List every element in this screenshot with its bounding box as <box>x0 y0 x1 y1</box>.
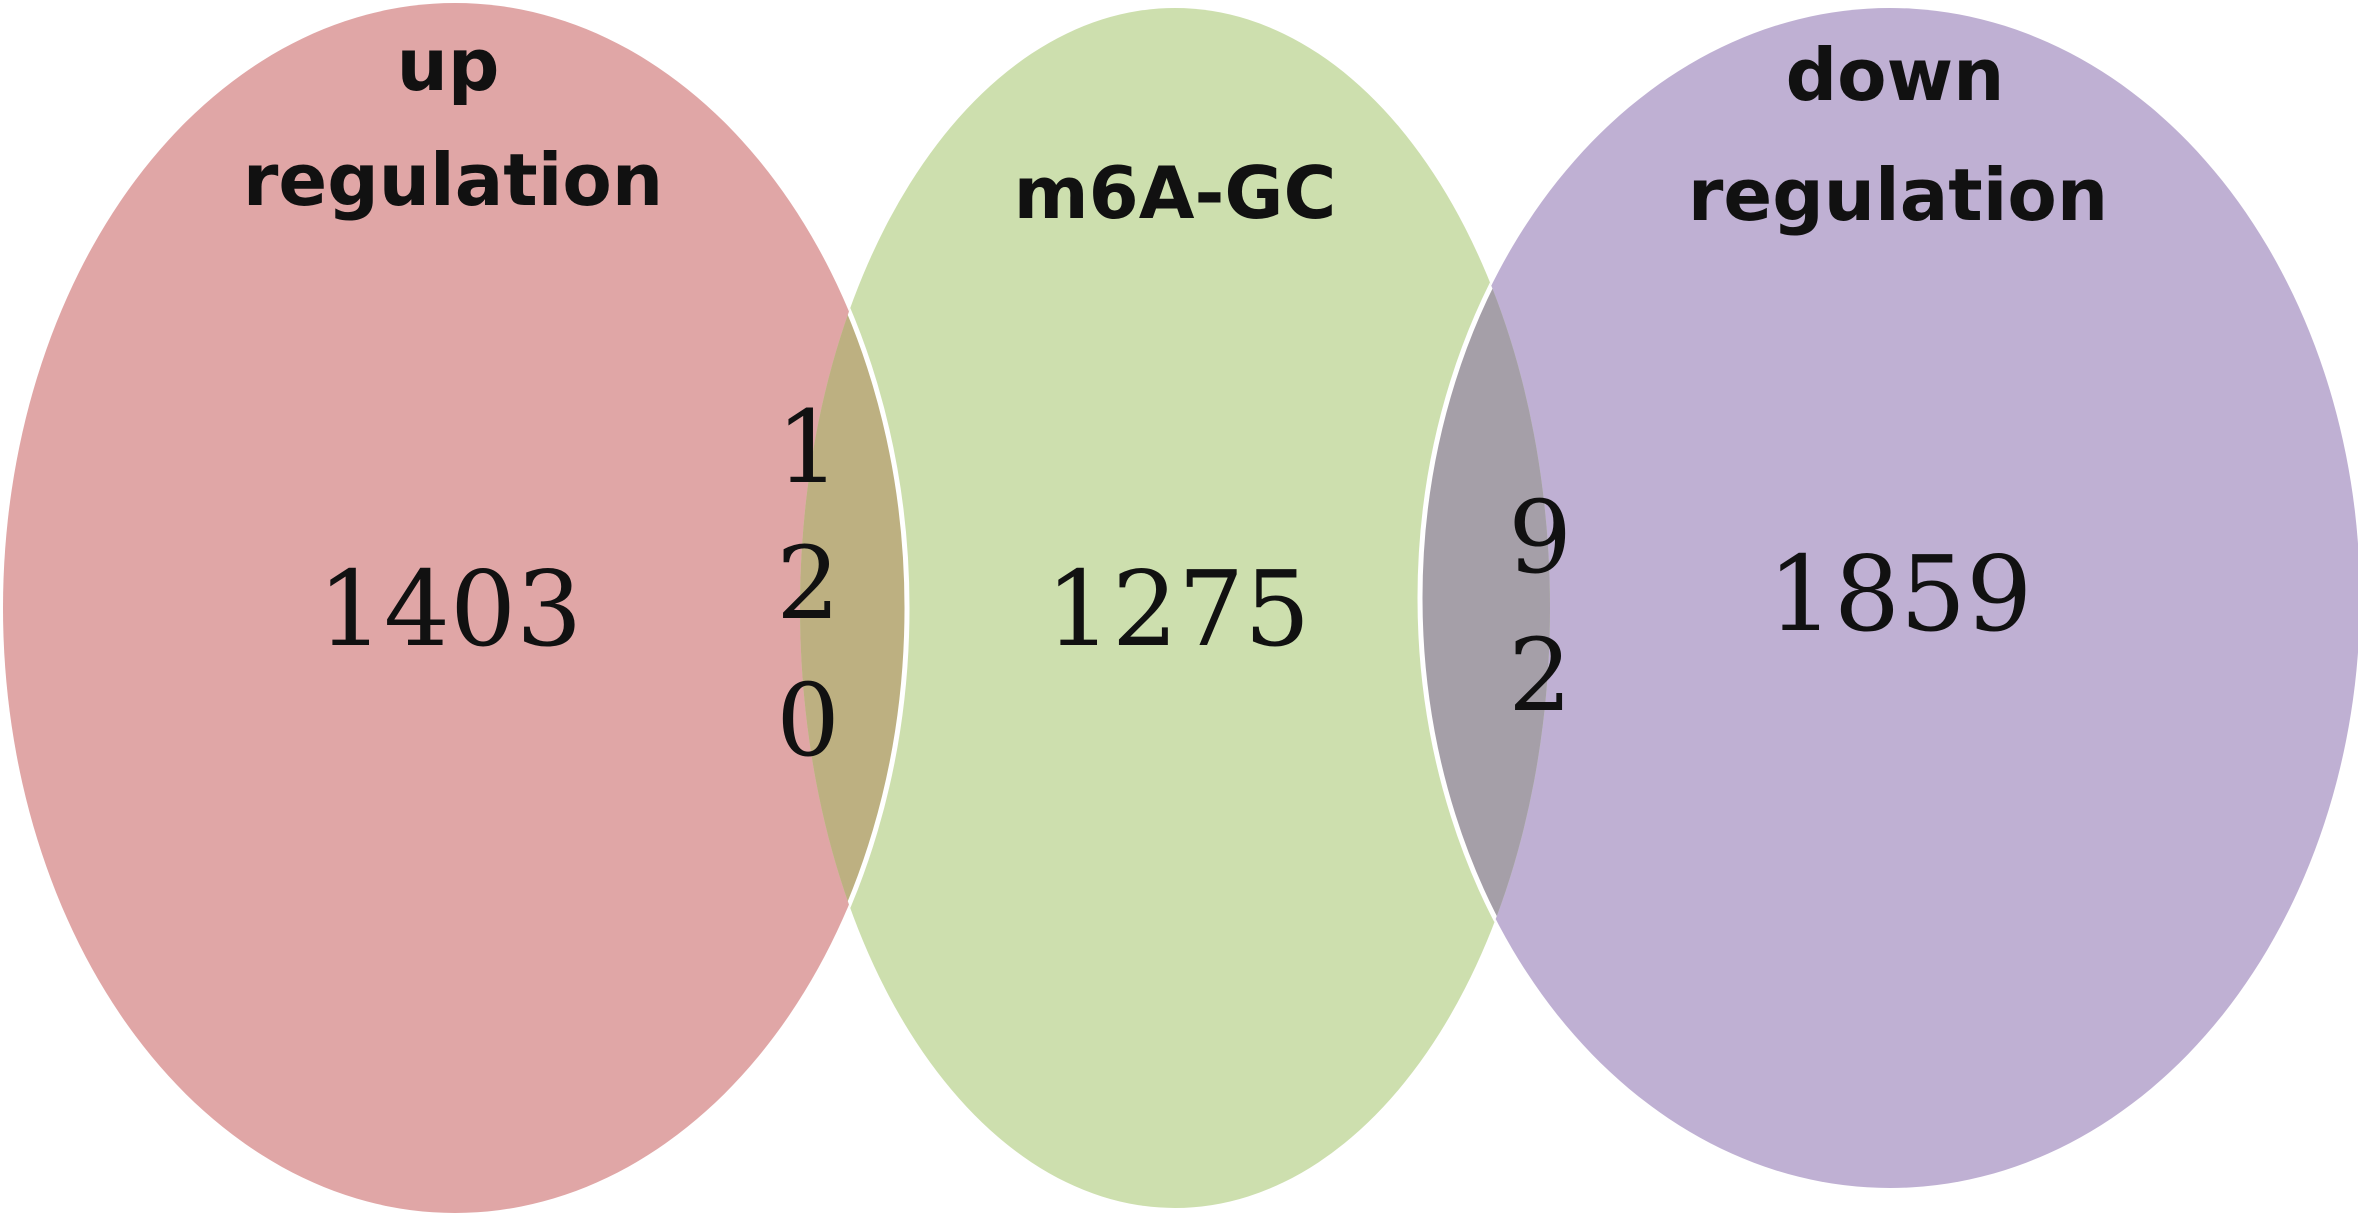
up-regulation-label-line2: regulation <box>243 138 663 222</box>
down-regulation-label-line1: down <box>1786 33 2005 117</box>
up-regulation-label-line1: up <box>397 23 500 107</box>
down-regulation-count: 1859 <box>1768 533 2033 655</box>
m6a-gc-label: m6A-GC <box>1014 151 1337 235</box>
overlap-up-m6a-digit: 1 <box>776 389 840 506</box>
set-m6a-gc-ellipse <box>800 8 1550 1208</box>
overlap-up-m6a-digit: 0 <box>776 662 840 779</box>
down-regulation-label-line2: regulation <box>1688 153 2108 237</box>
m6a-gc-count: 1275 <box>1046 548 1311 670</box>
overlap-m6a-down-digit: 9 <box>1508 479 1572 596</box>
set-up-regulation-ellipse <box>3 3 907 1213</box>
set-down-regulation-ellipse <box>1420 8 2358 1188</box>
overlap-m6a-down-digit: 2 <box>1508 617 1572 734</box>
up-regulation-count: 1403 <box>318 548 583 670</box>
overlap-outlines <box>800 8 1550 1208</box>
overlap-up-m6a-digit: 2 <box>776 525 840 642</box>
